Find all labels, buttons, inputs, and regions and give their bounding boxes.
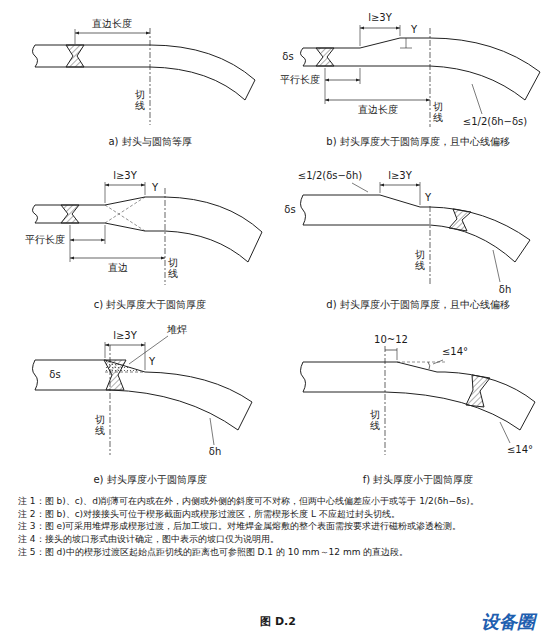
- drawing-label: b) 封头厚度大于圆筒厚度，且中心线偏移: [326, 136, 509, 148]
- panel-a: [33, 28, 256, 125]
- note-text: 注 4：接头的坡口形式由设计确定，图中表示的坡口仅为说明用。: [18, 534, 543, 546]
- drawing-label: d) 封头厚度小于圆筒厚度，且中心线偏移: [326, 299, 509, 311]
- drawing-label: Y: [425, 192, 431, 204]
- tangent-label: 切线: [415, 249, 425, 271]
- drawing-label: δh: [209, 446, 221, 458]
- drawing-label: l≥3Y: [368, 12, 392, 24]
- note-text: 注 3：图 e)可采用堆焊形成楔形过渡，后加工坡口。对堆焊金属熔敷的整个表面需按…: [18, 521, 543, 533]
- drawing-label: ≤1/2(δh−δs): [463, 116, 527, 128]
- drawing-label: ≤1/2(δs−δh): [298, 170, 362, 182]
- drawing-label: 堆焊: [167, 324, 187, 336]
- drawing-label: δh: [499, 284, 511, 296]
- panel-c: [33, 182, 263, 285]
- drawing-label: e) 封头厚度小于圆筒厚度: [93, 474, 206, 486]
- panel-e: [33, 336, 253, 455]
- drawing-label: 10~12: [374, 334, 408, 346]
- drawing-label: Y: [411, 24, 417, 36]
- drawing-label: 平行长度: [25, 234, 65, 246]
- drawing-label: l≥3Y: [113, 170, 137, 182]
- tangent-label: 切线: [168, 257, 178, 279]
- drawing-label: 直边长度: [92, 18, 132, 30]
- drawing-label: f) 封头厚度小于圆筒厚度: [363, 474, 474, 486]
- drawing-label: c) 封头厚度大于圆筒厚度: [94, 299, 207, 311]
- drawing-label: Y: [152, 182, 158, 194]
- note-text: 注 1：图 b)、c)、d)削薄可在内或在外，内侧或外侧的斜度可不对称，但两中心…: [18, 496, 543, 508]
- tangent-label: 切线: [135, 89, 145, 111]
- panel-d: [301, 182, 531, 285]
- panel-b: [301, 25, 541, 127]
- watermark: 设备圈: [481, 611, 535, 633]
- drawing-label: 直边长度: [358, 104, 398, 116]
- drawing-label: l≥3Y: [113, 330, 137, 342]
- drawing-label: 直边: [108, 262, 128, 274]
- drawing-label: ≤14°: [507, 444, 533, 456]
- figure-caption: 图 D.2: [260, 615, 296, 628]
- tangent-label: 切线: [95, 414, 105, 436]
- drawing-label: δs: [284, 204, 295, 216]
- drawing-label: a) 封头与圆筒等厚: [108, 136, 191, 148]
- tangent-label: 切线: [370, 409, 380, 431]
- note-text: 注 2：图 b)、c)对接接头可位于楔形截面内或楔形过渡区，所需楔形长度 L 不…: [18, 509, 543, 521]
- notes-block: 注 1：图 b)、c)、d)削薄可在内或在外，内侧或外侧的斜度可不对称，但两中心…: [18, 496, 543, 559]
- drawing-label: δs: [49, 369, 60, 381]
- tangent-label: 切线: [433, 101, 443, 123]
- drawing-label: l≥3Y: [388, 170, 412, 182]
- panel-f: [301, 346, 536, 455]
- drawing-label: Y: [149, 356, 155, 368]
- note-text: 注 5：图 d)中的楔形过渡区起始点距切线的距离也可参照图 D.1 的 10 m…: [18, 547, 543, 559]
- drawing-label: δs: [282, 51, 293, 63]
- drawing-label: ≤14°: [442, 346, 468, 358]
- drawing-label: 平行长度: [280, 74, 320, 86]
